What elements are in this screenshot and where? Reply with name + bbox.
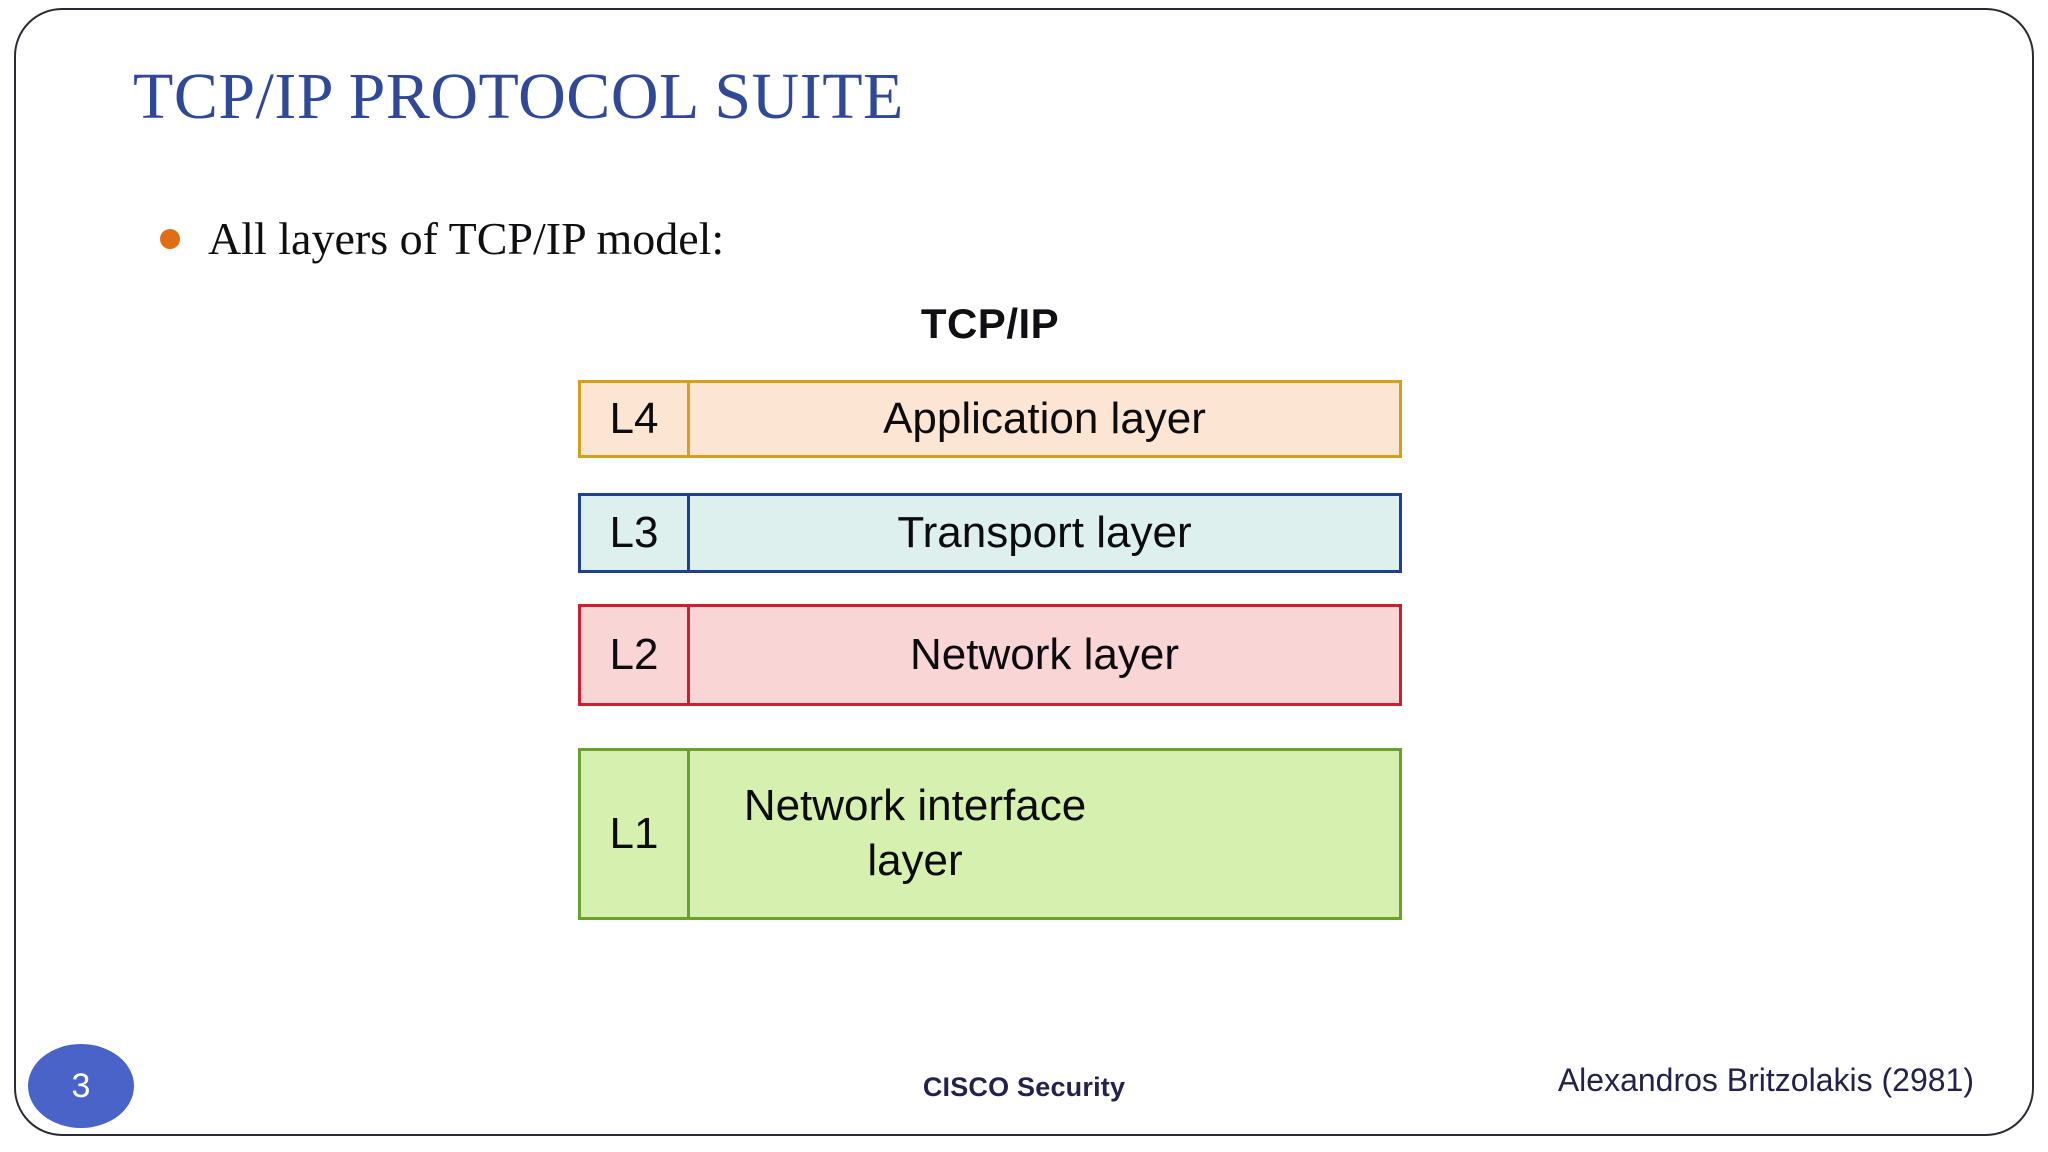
layer-name-l3: Transport layer [897,507,1192,557]
layer-code-l1: L1 [581,751,690,917]
footer-center-text: CISCO Security [922,1072,1126,1102]
layer-row-l4: L4 Application layer [578,380,1402,458]
page-number-badge: 3 [28,1044,134,1128]
layer-row-l1: L1 Network interface layer [578,748,1402,920]
page-number-label: 3 [71,1066,91,1105]
layer-code-l3: L3 [581,496,690,570]
layer-name-l4: Application layer [883,393,1206,443]
layer-code-l4: L4 [581,383,690,455]
page-title: TCP/IP PROTOCOL SUITE [133,60,904,133]
bullet-item-label: All layers of TCP/IP model: [208,213,725,264]
bullet-dot-icon [160,228,180,249]
bullet-list-item: All layers of TCP/IP model: [160,212,724,265]
layer-code-l2: L2 [581,607,690,703]
diagram-heading: TCP/IP [920,300,1060,347]
layer-row-l2: L2 Network layer [578,604,1402,706]
slide-frame-border [14,8,2034,1136]
tcpip-layer-diagram: TCP/IP L4 Application layer L3 Transport… [578,300,1402,920]
layer-row-l3: L3 Transport layer [578,493,1402,573]
layer-name-l1: Network interface layer [743,781,1087,885]
layer-name-l2: Network layer [910,629,1179,679]
footer-author-text: Alexandros Britzolakis (2981) [1557,1062,1974,1098]
